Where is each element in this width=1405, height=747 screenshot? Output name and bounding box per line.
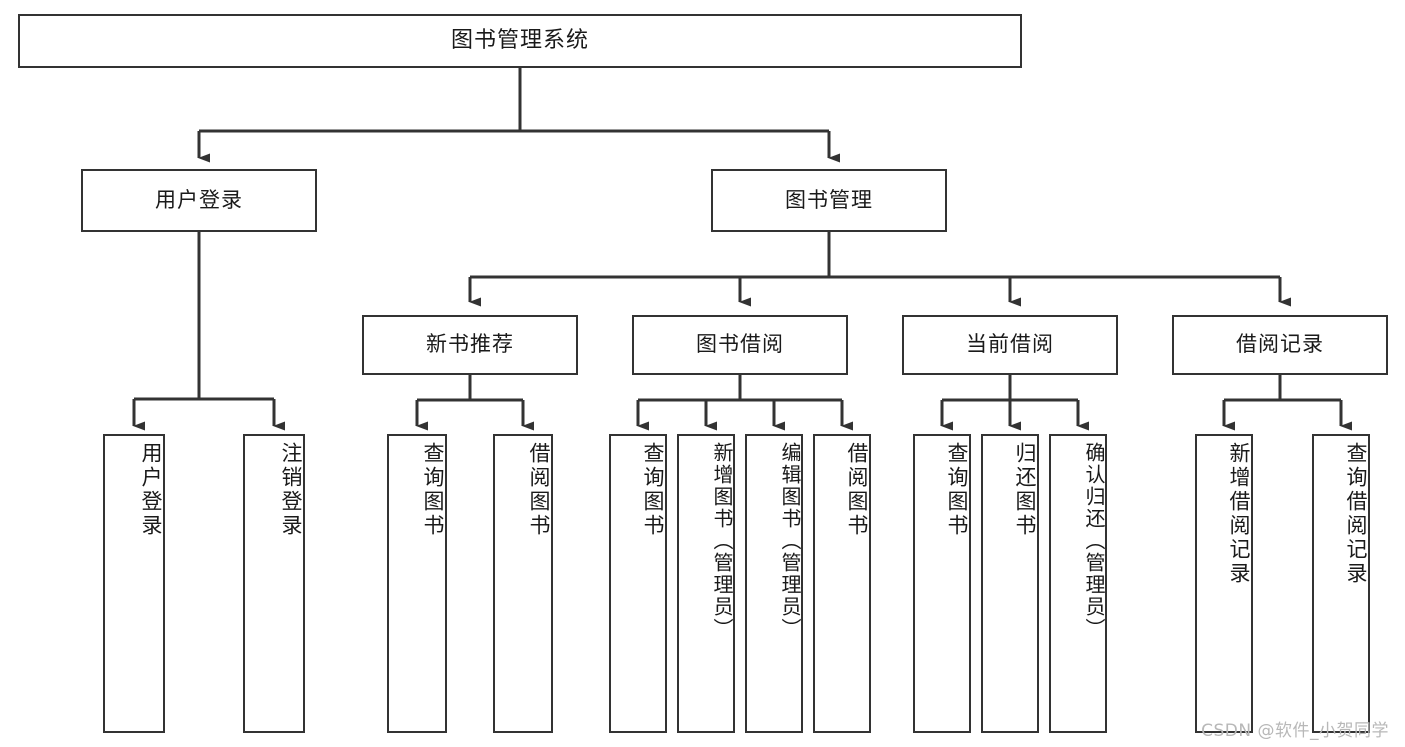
leaf-edit-book-admin[interactable]: 编辑图书（管理员） bbox=[745, 434, 803, 733]
node-label: 归还图书 bbox=[1013, 442, 1037, 538]
node-new-book-recommend[interactable]: 新书推荐 bbox=[362, 315, 578, 375]
node-label: 查询图书 bbox=[421, 442, 445, 538]
leaf-query-book-current[interactable]: 查询图书 bbox=[913, 434, 971, 733]
node-label: 借阅记录 bbox=[1236, 332, 1324, 357]
node-label: 图书借阅 bbox=[696, 332, 784, 357]
node-label: 新增借阅记录 bbox=[1227, 442, 1251, 586]
node-label: 编辑图书（管理员） bbox=[778, 442, 802, 640]
node-current-borrow[interactable]: 当前借阅 bbox=[902, 315, 1118, 375]
node-label: 借阅图书 bbox=[527, 442, 551, 538]
leaf-add-book-admin[interactable]: 新增图书（管理员） bbox=[677, 434, 735, 733]
leaf-confirm-return-admin[interactable]: 确认归还（管理员） bbox=[1049, 434, 1107, 733]
node-label: 新增图书（管理员） bbox=[710, 442, 734, 640]
node-label: 借阅图书 bbox=[845, 442, 869, 538]
node-root-system[interactable]: 图书管理系统 bbox=[18, 14, 1022, 68]
node-label: 查询图书 bbox=[945, 442, 969, 538]
leaf-query-book-borrow[interactable]: 查询图书 bbox=[609, 434, 667, 733]
leaf-borrow-book[interactable]: 借阅图书 bbox=[813, 434, 871, 733]
node-label: 查询借阅记录 bbox=[1344, 442, 1368, 586]
node-label: 注销登录 bbox=[279, 442, 303, 538]
node-label: 确认归还（管理员） bbox=[1082, 442, 1106, 640]
leaf-borrow-book-recommend[interactable]: 借阅图书 bbox=[493, 434, 553, 733]
node-book-management[interactable]: 图书管理 bbox=[711, 169, 947, 232]
leaf-query-borrow-record[interactable]: 查询借阅记录 bbox=[1312, 434, 1370, 733]
node-label: 用户登录 bbox=[155, 187, 243, 212]
leaf-user-login[interactable]: 用户登录 bbox=[103, 434, 165, 733]
node-book-borrow[interactable]: 图书借阅 bbox=[632, 315, 848, 375]
node-label: 当前借阅 bbox=[966, 332, 1054, 357]
node-borrow-record[interactable]: 借阅记录 bbox=[1172, 315, 1388, 375]
node-label: 用户登录 bbox=[139, 442, 163, 538]
node-label: 图书管理系统 bbox=[450, 27, 589, 53]
leaf-return-book[interactable]: 归还图书 bbox=[981, 434, 1039, 733]
node-label: 查询图书 bbox=[641, 442, 665, 538]
node-user-login[interactable]: 用户登录 bbox=[81, 169, 317, 232]
leaf-add-borrow-record[interactable]: 新增借阅记录 bbox=[1195, 434, 1253, 733]
leaf-query-book-recommend[interactable]: 查询图书 bbox=[387, 434, 447, 733]
node-label: 新书推荐 bbox=[426, 332, 514, 357]
node-label: 图书管理 bbox=[785, 187, 873, 212]
leaf-logout[interactable]: 注销登录 bbox=[243, 434, 305, 733]
